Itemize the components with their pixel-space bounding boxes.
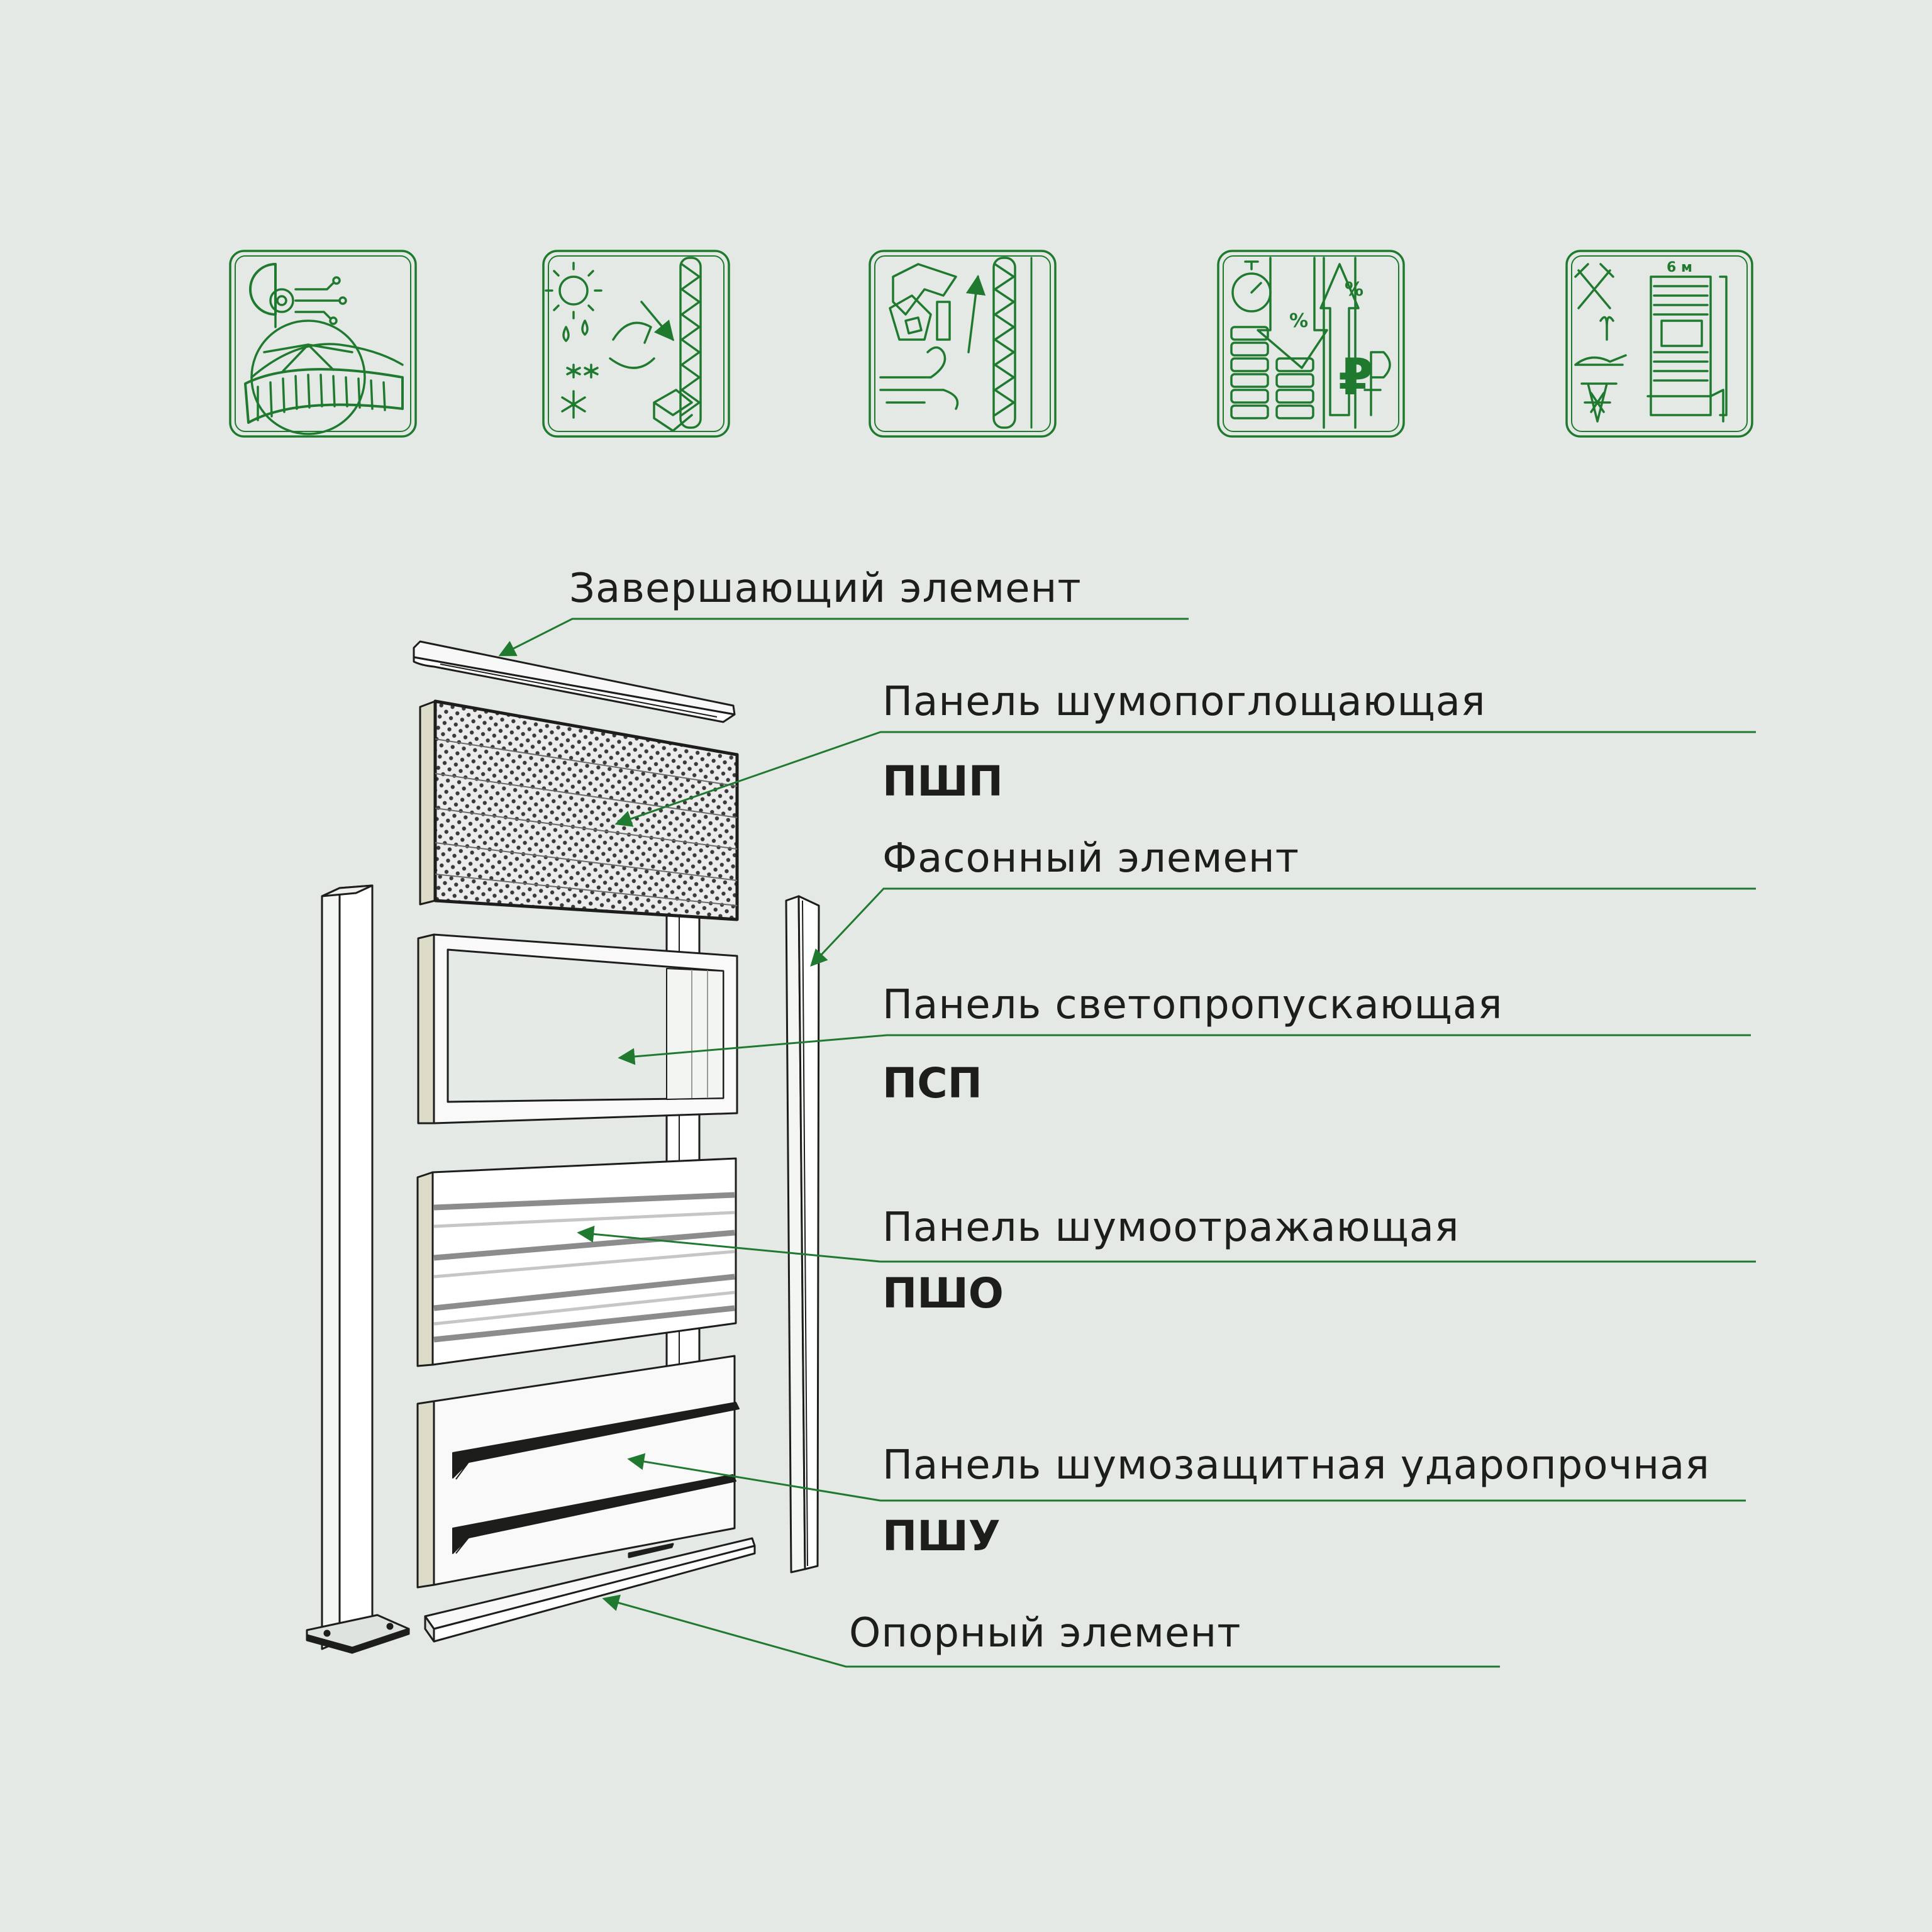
finishing-element-leader — [498, 618, 1189, 657]
installation-modules-icon — [1565, 250, 1753, 438]
impact-panel-code: ПШУ — [882, 1512, 1001, 1560]
finishing-element-shape — [413, 640, 736, 723]
percent-symbol-up: % — [1345, 279, 1363, 301]
weather-resistance-icon — [542, 250, 730, 438]
ruble-symbol: ₽ — [1338, 348, 1374, 406]
percent-symbol-down: % — [1289, 310, 1308, 332]
absorbing-panel-shape — [419, 699, 739, 921]
impact-panel-shape — [416, 1355, 740, 1589]
support-element-label: Опорный элемент — [849, 1610, 1241, 1657]
translucent-panel-shape — [417, 933, 738, 1124]
finishing-element-label: Завершающий элемент — [569, 565, 1082, 612]
translucent-panel-leader — [618, 1034, 1751, 1065]
absorbing-panel-code: ПШП — [882, 757, 1004, 806]
impact-panel-leader — [627, 1453, 1746, 1502]
impact-panel-label: Панель шумозащитная ударопрочная — [882, 1442, 1710, 1489]
sound-wind-protection-icon — [869, 250, 1057, 438]
cost-savings-icon — [1217, 250, 1405, 438]
absorbing-panel-leader — [614, 731, 1756, 827]
length-label: 6 м — [1667, 260, 1692, 275]
reflecting-panel-shape — [416, 1157, 737, 1367]
reflecting-panel-leader — [577, 1225, 1756, 1263]
translucent-panel-label: Панель светопропускающая — [882, 982, 1503, 1028]
absorbing-panel-label: Панель шумопоглощающая — [882, 679, 1486, 725]
support-element-shape — [424, 1537, 756, 1643]
left-post — [306, 884, 410, 1654]
support-element-leader — [602, 1594, 1500, 1668]
translucent-panel-code: ПСП — [882, 1059, 982, 1108]
shaped-element-leader — [810, 887, 1756, 967]
reflecting-panel-code: ПШО — [882, 1269, 1004, 1318]
reflecting-panel-label: Панель шумоотражающая — [882, 1204, 1460, 1251]
insulation-technology-icon — [229, 250, 417, 438]
shaped-element-shape — [785, 895, 820, 1574]
shaped-element-label: Фасонный элемент — [882, 835, 1299, 882]
